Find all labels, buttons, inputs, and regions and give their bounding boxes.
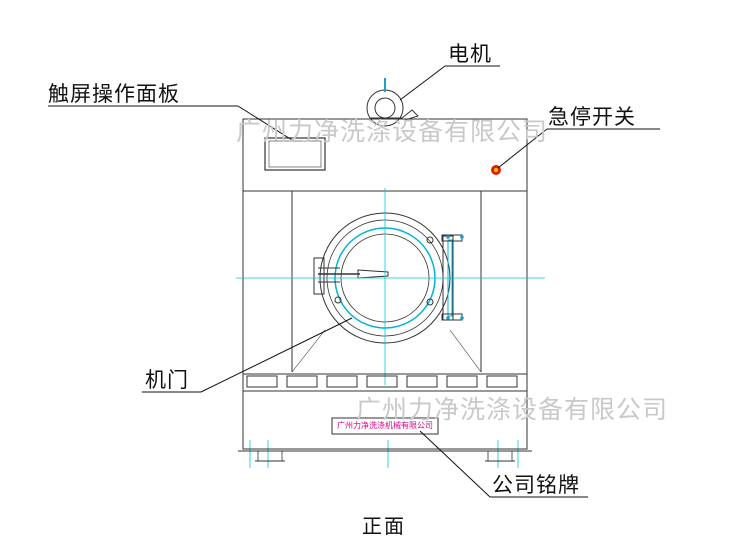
- callout-leaders: [48, 65, 660, 498]
- label-door: 机门: [145, 368, 189, 392]
- label-emergency-stop: 急停开关: [548, 105, 636, 129]
- vent-louvers: [243, 373, 527, 388]
- motor: [366, 78, 419, 127]
- label-motor: 电机: [448, 42, 492, 66]
- view-caption: 正面: [362, 514, 406, 538]
- touch-panel: [264, 137, 326, 171]
- watermark-top: 广州力净洗涤设备有限公司: [236, 117, 549, 146]
- nameplate-text: 广州力净洗涤机械有限公司: [337, 421, 433, 430]
- label-nameplate: 公司铭牌: [492, 473, 580, 497]
- watermark-bottom: 广州力净洗涤设备有限公司: [356, 395, 669, 424]
- label-touch-panel: 触屏操作面板: [48, 82, 180, 106]
- centerlines: [236, 188, 545, 468]
- machine-base: [238, 390, 532, 462]
